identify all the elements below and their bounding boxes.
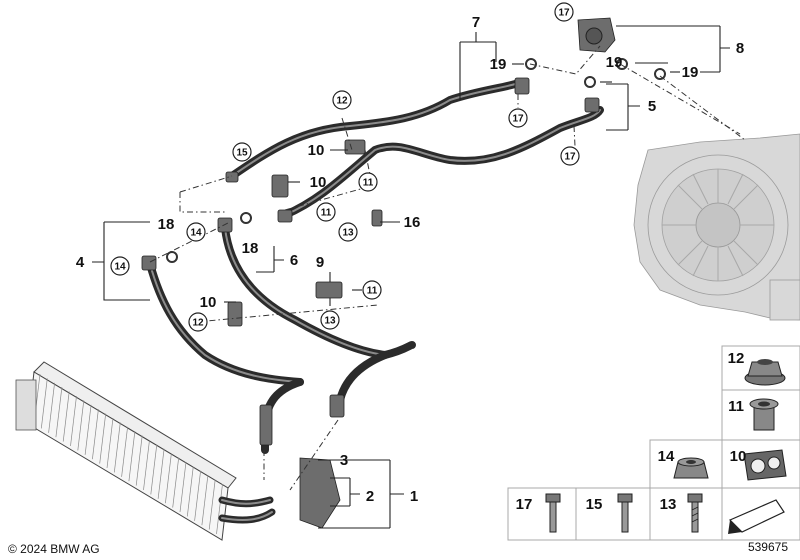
legend-label-14: 14	[658, 448, 675, 465]
callout-17-1-circle	[508, 108, 528, 128]
cooler-fin	[84, 404, 92, 455]
copyright-text: © 2024 BMW AG	[8, 542, 100, 556]
cooler-fin	[99, 413, 107, 464]
cooler-fin	[150, 444, 158, 495]
part-label-19-1: 19	[490, 56, 507, 73]
callout-13-7: 13	[342, 228, 354, 239]
part-label-5-5: 5	[648, 98, 656, 115]
cooler-fin	[143, 439, 150, 491]
legend-label-15: 15	[586, 496, 603, 513]
part-label-6-12: 6	[290, 252, 298, 269]
part-label-10-7: 10	[310, 174, 327, 191]
callout-13-7-circle	[338, 222, 358, 242]
cooler-fin	[194, 470, 201, 521]
callout-15-4-circle	[232, 142, 252, 162]
cooler-fin	[70, 395, 77, 447]
hose-lines	[146, 78, 604, 454]
part-label-19-4: 19	[682, 64, 699, 81]
callout-14-9-circle	[110, 256, 130, 276]
part-label-2-16: 2	[366, 488, 374, 505]
part-label-9-13: 9	[316, 254, 324, 271]
part-label-10-14: 10	[200, 294, 217, 311]
callout-brackets	[92, 25, 730, 529]
cooler-fin	[208, 479, 216, 530]
callout-11-5-circle	[358, 172, 378, 192]
callout-14-9: 14	[114, 262, 126, 273]
cooler-fin	[165, 453, 172, 504]
cooler-fin	[186, 466, 194, 517]
part-label-10-6: 10	[308, 142, 325, 159]
part-label-3-15: 3	[340, 452, 348, 469]
cooler-fin	[216, 483, 223, 535]
cooler-fin	[201, 475, 209, 526]
callout-17-2-circle	[560, 146, 580, 166]
cooler-fin	[157, 448, 165, 499]
part-label-7-0: 7	[472, 14, 480, 31]
callout-12-11-circle	[188, 312, 208, 332]
transmission-oil-cooler	[15, 361, 276, 541]
callout-12-3-circle	[332, 90, 352, 110]
callout-11-6: 11	[321, 208, 332, 219]
callout-11-5: 11	[363, 178, 374, 189]
cooler-fin	[121, 426, 128, 477]
legend-label-17: 17	[516, 496, 533, 513]
callout-11-6-circle	[316, 202, 336, 222]
cooler-fin	[172, 457, 180, 508]
cooler-fin	[77, 400, 85, 451]
part-label-8-2: 8	[736, 40, 744, 57]
legend-label-12: 12	[728, 350, 745, 367]
cooler-fin	[92, 409, 99, 460]
callout-11-10-circle	[362, 280, 382, 300]
legend-label-13: 13	[660, 496, 677, 513]
callout-12-11: 12	[192, 318, 204, 329]
callout-13-12: 13	[324, 316, 336, 327]
callout-14-8-circle	[186, 222, 206, 242]
callout-17-2: 17	[564, 152, 576, 163]
cooler-fin	[106, 417, 114, 469]
callout-17-0: 17	[558, 8, 570, 19]
callout-labels: 7 19 8 19 19 5 10 10 16 18 4 18 6 9 10 3 2 1 17 17 17 12 15 11 1…	[76, 2, 747, 513]
part-label-18-11: 18	[242, 240, 259, 257]
legend	[507, 345, 800, 541]
legend-label-10: 10	[730, 448, 747, 465]
callout-17-0-circle	[554, 2, 574, 22]
cooler-fin	[55, 387, 63, 438]
diagram-number: 539675	[747, 540, 788, 554]
cooler-fin	[113, 422, 121, 473]
assembly-lines	[149, 45, 746, 491]
part-label-4-10: 4	[76, 254, 85, 271]
part-label-19-3: 19	[606, 54, 623, 71]
transmission-housing	[633, 133, 800, 321]
callout-12-3: 12	[336, 96, 348, 107]
part-label-16-8: 16	[404, 214, 421, 231]
callout-14-8: 14	[190, 228, 202, 239]
cooler-fin	[179, 461, 187, 513]
cooler-fin	[128, 431, 136, 482]
callout-15-4: 15	[236, 148, 248, 159]
cooler-fin	[40, 378, 48, 429]
cooler-fin	[62, 391, 70, 442]
callout-11-10: 11	[367, 286, 378, 297]
legend-label-11: 11	[728, 398, 744, 415]
cooler-fin	[48, 382, 55, 433]
legend-box-17	[507, 487, 577, 541]
callout-17-1: 17	[512, 114, 524, 125]
part-label-18-9: 18	[158, 216, 175, 233]
fittings	[141, 17, 666, 529]
part-label-1-17: 1	[410, 488, 418, 505]
cooler-fin	[135, 435, 143, 486]
callout-13-12-circle	[320, 310, 340, 330]
legend-box-13	[649, 487, 723, 541]
